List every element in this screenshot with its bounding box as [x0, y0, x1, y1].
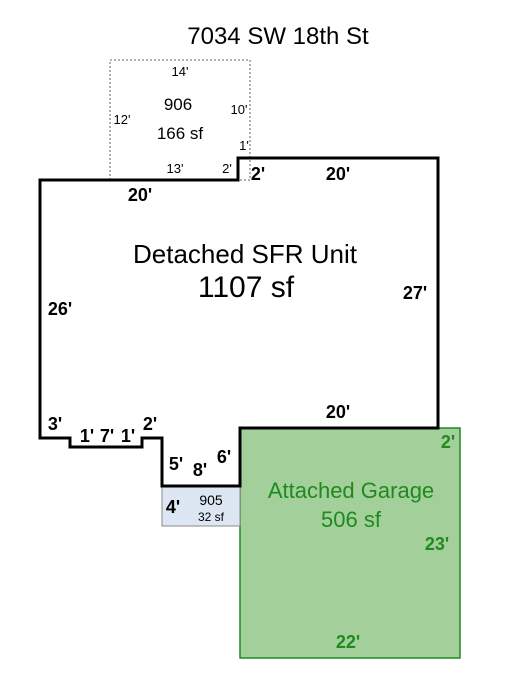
main-unit-area: 1107 sf [198, 271, 295, 304]
dim-bottom-1b: 1' [121, 426, 135, 446]
upper-area-code: 906 [164, 95, 192, 114]
dim-bottom-right: 20' [326, 402, 350, 422]
upper-area-right-dim: 10' [231, 102, 248, 117]
porch-code: 905 [199, 492, 223, 508]
dim-top-left: 20' [128, 185, 152, 205]
garage-bottom-dim: 22' [336, 632, 360, 652]
upper-area-top-dim: 14' [172, 64, 189, 79]
dim-bottom-3: 3' [48, 414, 62, 434]
garage-top-dim: 2' [441, 432, 455, 452]
dim-notch-bottom: 8' [193, 460, 207, 480]
dim-left: 26' [48, 299, 72, 319]
porch-dim: 4' [166, 497, 180, 517]
dim-top-step: 2' [251, 164, 265, 184]
dim-notch-right: 6' [217, 447, 231, 467]
dim-notch-left: 5' [169, 454, 183, 474]
dim-bottom-1a: 1' [80, 426, 94, 446]
upper-area-bottom-dim: 13' [167, 161, 184, 176]
dim-right: 27' [403, 283, 427, 303]
garage-area: 506 sf [321, 507, 382, 532]
property-address: 7034 SW 18th St [187, 23, 369, 50]
porch-area: 32 sf [198, 510, 225, 524]
main-unit-name: Detached SFR Unit [133, 239, 358, 269]
garage-name: Attached Garage [268, 478, 434, 503]
upper-area-left-dim: 12' [114, 112, 131, 127]
upper-area-size: 166 sf [157, 124, 204, 143]
dim-top-right: 20' [326, 164, 350, 184]
upper-area-right-small-dim: 1' [239, 138, 249, 153]
dim-bottom-7: 7' [100, 426, 114, 446]
garage-right-dim: 23' [425, 534, 449, 554]
dim-bottom-2: 2' [143, 414, 157, 434]
upper-area-bottom-small-dim: 2' [222, 161, 232, 176]
porch-outline [161, 485, 241, 527]
main-unit-outline [38, 156, 440, 488]
